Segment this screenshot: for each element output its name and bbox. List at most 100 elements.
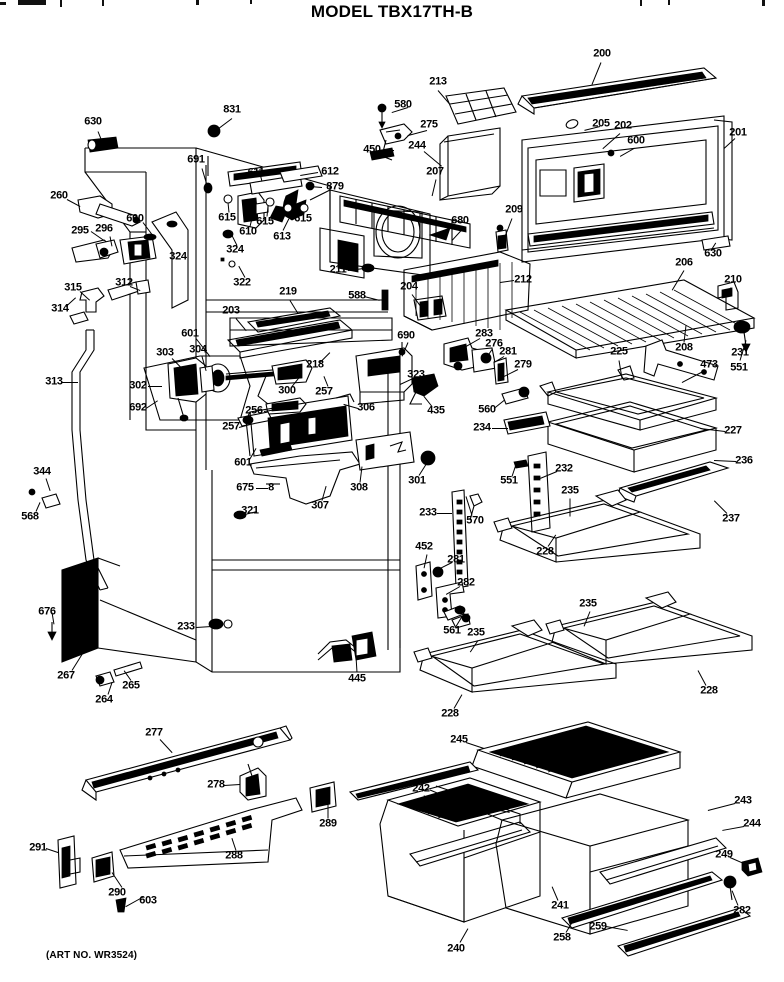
part-290-endcap [92, 852, 114, 882]
part-344-568 [29, 489, 60, 508]
callout-225: 225 [610, 345, 628, 358]
part-202-205-600 [540, 118, 614, 202]
part-610-motor [238, 192, 268, 228]
callout-322: 322 [233, 276, 251, 289]
leader-line [62, 382, 78, 383]
part-312-315-314-313 [70, 280, 150, 590]
part-291-bracket [58, 836, 80, 888]
part-236-glass-shelf [548, 402, 716, 472]
callout-675: 675 [236, 481, 254, 494]
callout-228: 228 [441, 707, 459, 720]
callout-831: 831 [223, 103, 241, 116]
callout-303: 303 [156, 346, 174, 359]
callout-244: 244 [408, 139, 426, 152]
callout-612: 612 [321, 165, 339, 178]
callout-313: 313 [45, 375, 63, 388]
part-283-linkage [444, 338, 508, 384]
scan-artifact [762, 0, 765, 6]
part-675-601 [260, 444, 292, 484]
callout-601: 601 [181, 327, 199, 340]
part-212-shelf [404, 252, 530, 330]
callout-206: 206 [675, 256, 693, 269]
callout-212: 212 [514, 273, 532, 286]
part-560-234 [502, 387, 550, 434]
callout-302: 302 [129, 379, 147, 392]
callout-276: 276 [485, 337, 503, 350]
callout-257: 257 [222, 420, 240, 433]
callout-570: 570 [466, 514, 484, 527]
part-219-trim [248, 308, 340, 332]
callout-295: 295 [71, 224, 89, 237]
part-307-drip-pan [250, 452, 360, 504]
callout-344: 344 [33, 465, 51, 478]
callout-235: 235 [561, 484, 579, 497]
callout-267: 267 [57, 669, 75, 682]
callout-256: 256 [245, 404, 263, 417]
callout-435: 435 [427, 404, 445, 417]
part-277-rail [82, 726, 292, 800]
callout-241: 241 [551, 899, 569, 912]
callout-601: 601 [234, 456, 252, 469]
callout-600: 600 [627, 134, 645, 147]
callout-244: 244 [743, 817, 761, 830]
callout-232: 232 [555, 462, 573, 475]
callout-258: 258 [553, 931, 571, 944]
freezer-door-bottom-strip [528, 212, 714, 246]
part-561-screws [444, 606, 465, 620]
cabinet-outline [62, 148, 400, 672]
part-209-thermostat-bulb [496, 225, 508, 252]
callout-228: 228 [700, 684, 718, 697]
callout-560: 560 [478, 403, 496, 416]
callout-282: 282 [457, 576, 475, 589]
callout-237: 237 [722, 512, 740, 525]
callout-691: 691 [187, 153, 205, 166]
part-245-cover [472, 722, 680, 798]
callout-630: 630 [704, 247, 722, 260]
callout-210: 210 [724, 273, 742, 286]
part-242-drawer-left [380, 778, 540, 922]
part-243-drawer-right [350, 762, 726, 934]
callout-231: 231 [731, 346, 749, 359]
callout-201: 201 [729, 126, 747, 139]
callout-291: 291 [29, 841, 47, 854]
art-number: (ART NO. WR3524) [46, 950, 138, 961]
part-204-clip [414, 296, 446, 320]
callout-242: 242 [412, 782, 430, 795]
part-289-endcap [310, 782, 336, 812]
callout-233: 233 [177, 620, 195, 633]
callout-561: 561 [443, 624, 461, 637]
callout-265: 265 [122, 679, 140, 692]
callout-207: 207 [426, 165, 444, 178]
part-603-clip [116, 898, 126, 912]
scan-artifact [196, 0, 199, 5]
callout-676: 676 [38, 605, 56, 618]
callout-879: 879 [326, 180, 344, 193]
callout-259: 259 [589, 920, 607, 933]
callout-243: 243 [734, 794, 752, 807]
callout-324: 324 [226, 243, 244, 256]
callout-296: 296 [95, 222, 113, 235]
part-233-grommet [209, 619, 232, 629]
callout-288: 288 [225, 849, 243, 862]
control-module [144, 356, 296, 421]
part-213-ice-tray [446, 88, 516, 124]
callout-245: 245 [450, 733, 468, 746]
callout-580: 580 [394, 98, 412, 111]
callout-218: 218 [306, 358, 324, 371]
callout-306: 306 [357, 401, 375, 414]
callout-290: 290 [108, 886, 126, 899]
callout-279: 279 [514, 358, 532, 371]
callout-264: 264 [95, 693, 113, 706]
part-452-281-282 [416, 562, 470, 628]
callout-281: 281 [499, 345, 517, 358]
callout-260: 260 [50, 189, 68, 202]
part-615-screws [221, 195, 308, 267]
part-264-265 [96, 662, 142, 686]
callout-236: 236 [735, 454, 753, 467]
part-206-wire-shelf [506, 280, 754, 358]
part-218-grille [228, 320, 352, 358]
callout-282: 282 [733, 904, 751, 917]
callout-314: 314 [51, 302, 69, 315]
part-324-bracket [152, 212, 188, 308]
